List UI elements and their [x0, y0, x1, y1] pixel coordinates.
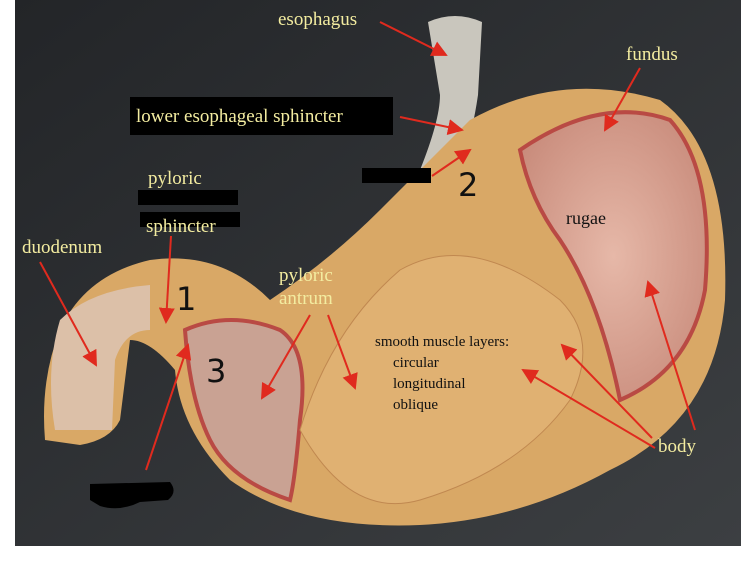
label-lower-esophageal-sphincter: lower esophageal sphincter — [136, 106, 343, 127]
arrow-pyloric-sphincter — [158, 235, 175, 324]
rugae-surface — [517, 110, 709, 403]
arrow-les — [399, 116, 464, 135]
arrow-antrum-2 — [327, 314, 358, 390]
label-rugae: rugae — [566, 208, 606, 228]
label-esophagus: esophagus — [278, 9, 357, 30]
redaction-box — [130, 97, 393, 135]
redaction-box — [138, 190, 238, 205]
antrum-surface — [182, 318, 305, 503]
number-1: 1 — [176, 280, 196, 318]
redaction-box — [362, 168, 431, 183]
muscle-layer-flap — [299, 254, 584, 505]
arrow-body-3 — [644, 280, 696, 431]
label-pyloric-sphincter-line2: sphincter — [146, 216, 216, 237]
arrow-redacted-3 — [145, 343, 192, 471]
arrow-antrum-1 — [260, 314, 311, 400]
number-3: 3 — [206, 352, 226, 390]
label-muscle-longitudinal: longitudinal — [393, 376, 466, 392]
redaction-box — [140, 212, 240, 227]
label-pyloric-sphincter-line1: pyloric — [148, 168, 202, 189]
label-pyloric-antrum-line1: pyloric — [279, 265, 333, 286]
arrow-body-1 — [560, 343, 653, 439]
arrow-duodenum — [39, 261, 97, 367]
label-muscle-oblique: oblique — [393, 397, 438, 413]
label-pyloric-antrum-line2: antrum — [279, 288, 333, 309]
label-muscle-circular: circular — [393, 355, 439, 371]
arrow-fundus — [604, 67, 641, 132]
label-fundus: fundus — [626, 44, 678, 65]
arrow-body-2 — [521, 368, 656, 449]
redaction-blob — [90, 482, 174, 509]
arrow-redacted-2 — [431, 148, 472, 177]
arrow-esophagus — [379, 21, 448, 56]
number-2: 2 — [458, 166, 478, 204]
duodenum-shape — [51, 285, 150, 430]
label-duodenum: duodenum — [22, 237, 102, 258]
label-muscle-heading: smooth muscle layers: — [375, 334, 509, 350]
label-body: body — [658, 436, 697, 457]
